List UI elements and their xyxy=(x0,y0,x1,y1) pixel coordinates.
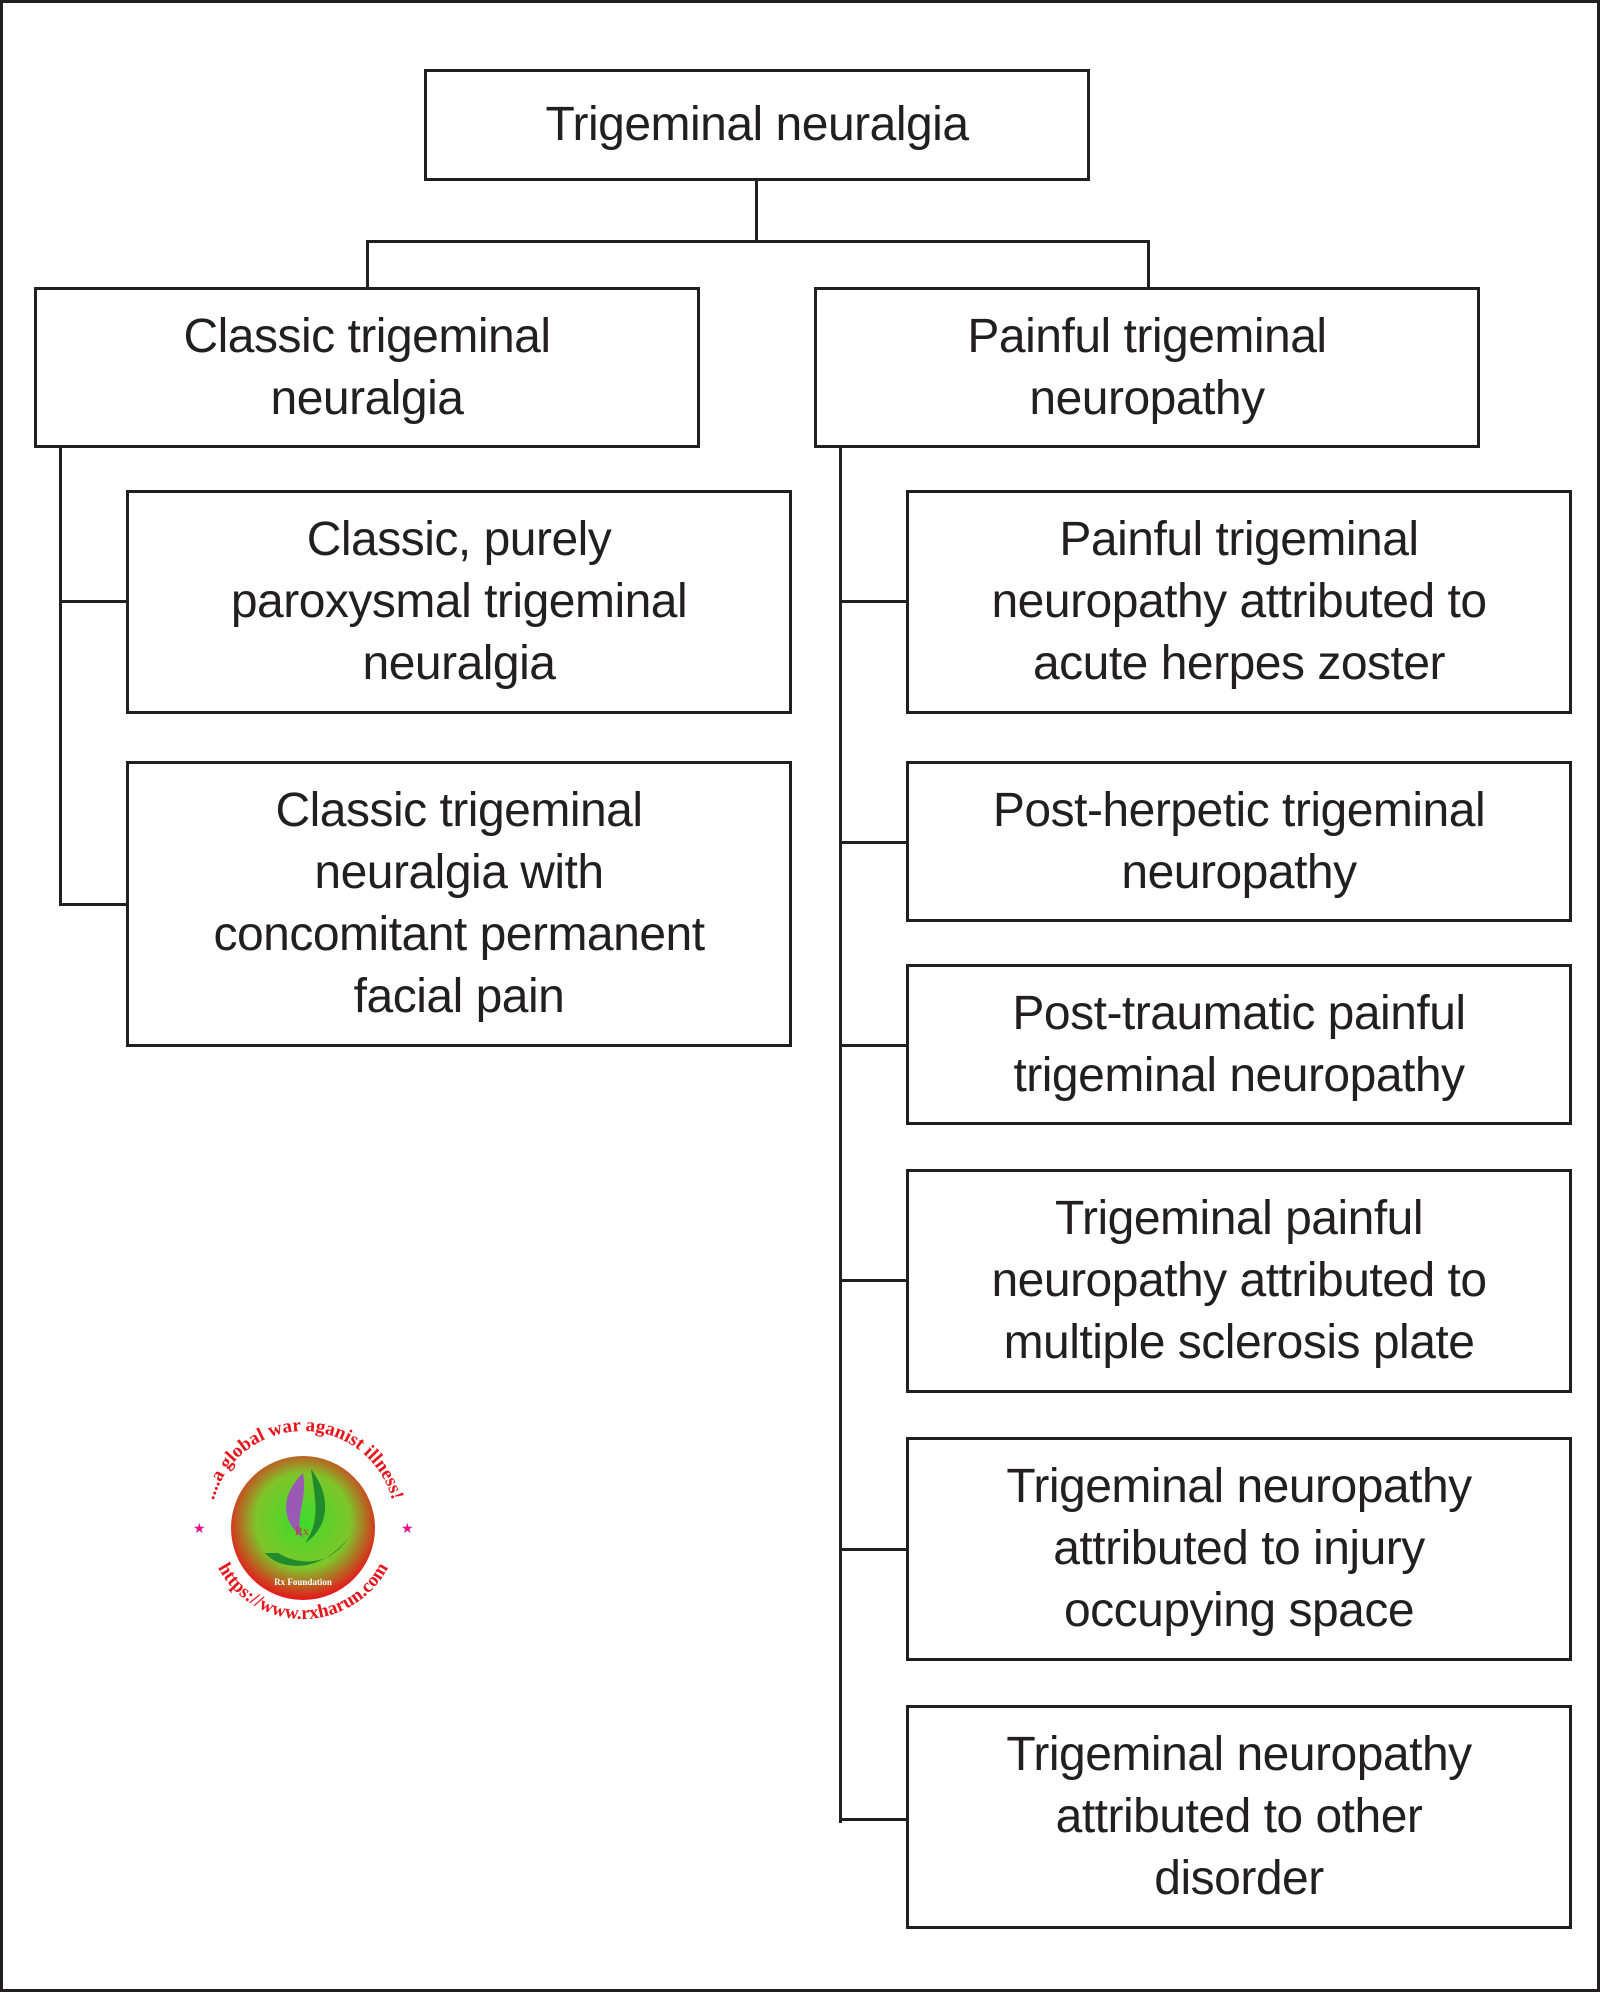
node-injury-occupying-space: Trigeminal neuropathy attributed to inju… xyxy=(906,1437,1572,1661)
node-acute-herpes-zoster: Painful trigeminal neuropathy attributed… xyxy=(906,490,1572,714)
connector-left-trunk xyxy=(59,446,62,906)
connector-left-child-1 xyxy=(59,600,129,603)
node-label: Post-traumatic painful trigeminal neurop… xyxy=(1012,986,1466,1102)
node-label: Trigeminal neuropathy attributed to inju… xyxy=(1006,1460,1472,1637)
connector-right-child-2 xyxy=(839,841,909,844)
logo-emblem-text: Rx xyxy=(295,1524,309,1538)
node-root: Trigeminal neuralgia xyxy=(424,69,1090,181)
connector-left-branch xyxy=(366,240,369,288)
node-label: Painful trigeminal neuropathy attributed… xyxy=(991,513,1487,690)
node-label: Classic, purely paroxysmal trigeminal ne… xyxy=(230,513,688,690)
logo-disc xyxy=(231,1456,375,1600)
node-post-traumatic: Post-traumatic painful trigeminal neurop… xyxy=(906,964,1572,1125)
rx-foundation-logo: Rx Rx Foundation ....a global war aganis… xyxy=(193,1415,414,1624)
node-classic-purely-paroxysmal: Classic, purely paroxysmal trigeminal ne… xyxy=(126,490,792,714)
logo-center-text: Rx Foundation xyxy=(274,1577,332,1587)
node-multiple-sclerosis-plate: Trigeminal painful neuropathy attributed… xyxy=(906,1169,1572,1393)
node-label: Painful trigeminal neuropathy xyxy=(967,309,1327,425)
connector-right-child-4 xyxy=(839,1279,909,1282)
node-label: Classic trigeminal neuralgia with concom… xyxy=(213,784,705,1023)
node-painful-trigeminal-neuropathy: Painful trigeminal neuropathy xyxy=(814,287,1480,448)
node-label: Classic trigeminal neuralgia xyxy=(183,309,551,425)
node-root-label: Trigeminal neuralgia xyxy=(545,98,969,151)
node-other-disorder: Trigeminal neuropathy attributed to othe… xyxy=(906,1705,1572,1929)
connector-right-child-3 xyxy=(839,1044,909,1047)
node-post-herpetic: Post-herpetic trigeminal neuropathy xyxy=(906,761,1572,922)
star-icon: ★ xyxy=(401,1520,414,1536)
node-label: Trigeminal painful neuropathy attributed… xyxy=(991,1192,1487,1369)
connector-left-child-2 xyxy=(59,903,129,906)
connector-right-child-5 xyxy=(839,1548,909,1551)
connector-right-branch xyxy=(1147,240,1150,288)
logo-leaf-icon xyxy=(305,1469,326,1543)
node-classic-trigeminal-neuralgia: Classic trigeminal neuralgia xyxy=(34,287,700,448)
logo-flame-icon xyxy=(286,1473,305,1538)
connector-branch-bar xyxy=(366,240,1150,243)
node-label: Post-herpetic trigeminal neuropathy xyxy=(992,783,1486,899)
connector-root-down xyxy=(755,178,758,243)
node-classic-with-permanent-facial-pain: Classic trigeminal neuralgia with concom… xyxy=(126,761,792,1047)
connector-right-trunk xyxy=(839,446,842,1823)
star-icon: ★ xyxy=(193,1520,206,1536)
connector-right-child-1 xyxy=(839,600,909,603)
connector-right-child-6 xyxy=(839,1818,909,1821)
logo-hand-icon xyxy=(265,1538,348,1566)
node-label: Trigeminal neuropathy attributed to othe… xyxy=(1006,1728,1472,1905)
